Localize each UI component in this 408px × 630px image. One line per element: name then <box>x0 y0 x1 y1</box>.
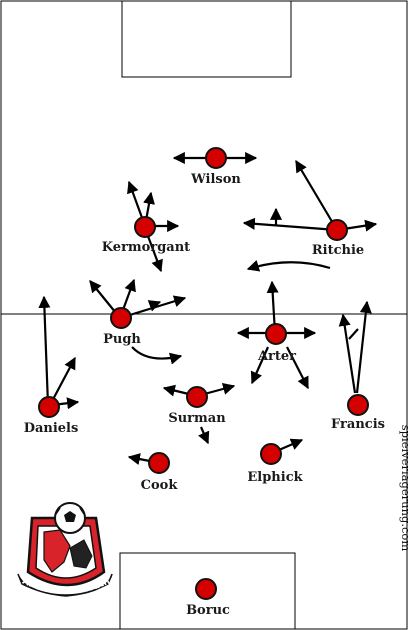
player-name-ritchie: Ritchie <box>312 243 364 258</box>
bottom-penalty-box <box>119 552 296 630</box>
player-marker-daniels <box>38 396 60 418</box>
player-name-wilson: Wilson <box>190 172 241 187</box>
player-marker-surman <box>186 386 208 408</box>
player-marker-wilson <box>205 147 227 169</box>
player-name-daniels: Daniels <box>24 421 79 436</box>
player-marker-elphick <box>260 443 282 465</box>
player-name-surman: Surman <box>168 411 226 426</box>
player-marker-boruc <box>195 578 217 600</box>
player-marker-ritchie <box>326 219 348 241</box>
player-marker-kermorgant <box>134 216 156 238</box>
player-name-kermorgant: Kermorgant <box>102 240 190 255</box>
player-name-boruc: Boruc <box>186 603 230 618</box>
player-name-pugh: Pugh <box>103 332 141 347</box>
site-watermark: spielverlagerung.com <box>399 425 408 552</box>
club-crest-logo: AFC Bournemouth <box>17 502 113 597</box>
player-marker-arter <box>265 323 287 345</box>
player-names: Wilson Kermorgant Ritchie Pugh Arter Dan… <box>24 172 385 618</box>
player-name-francis: Francis <box>331 417 385 432</box>
player-name-elphick: Elphick <box>247 470 303 485</box>
players <box>38 147 369 600</box>
player-marker-pugh <box>110 307 132 329</box>
top-penalty-box <box>121 0 292 78</box>
player-name-arter: Arter <box>257 349 296 364</box>
player-marker-francis <box>347 394 369 416</box>
player-marker-cook <box>148 452 170 474</box>
player-name-cook: Cook <box>141 478 179 493</box>
